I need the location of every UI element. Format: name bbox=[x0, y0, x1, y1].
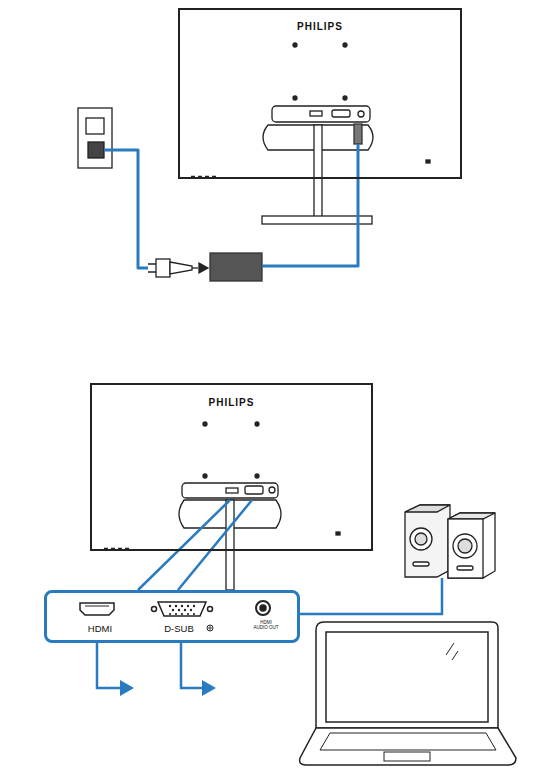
brand-name: PHILIPS bbox=[180, 21, 460, 32]
monitor-back: PHILIPS bbox=[90, 383, 373, 551]
monitor-back: PHILIPS bbox=[178, 8, 462, 179]
connector-panel: HDMI D-SUB HDMI AUDIO OUT bbox=[44, 590, 300, 643]
port-name: HDMI AUDIO OUT bbox=[253, 621, 279, 630]
port-name: D-SUB bbox=[148, 624, 210, 634]
brand-name: PHILIPS bbox=[92, 397, 371, 408]
port-name: HDMI bbox=[76, 624, 124, 634]
